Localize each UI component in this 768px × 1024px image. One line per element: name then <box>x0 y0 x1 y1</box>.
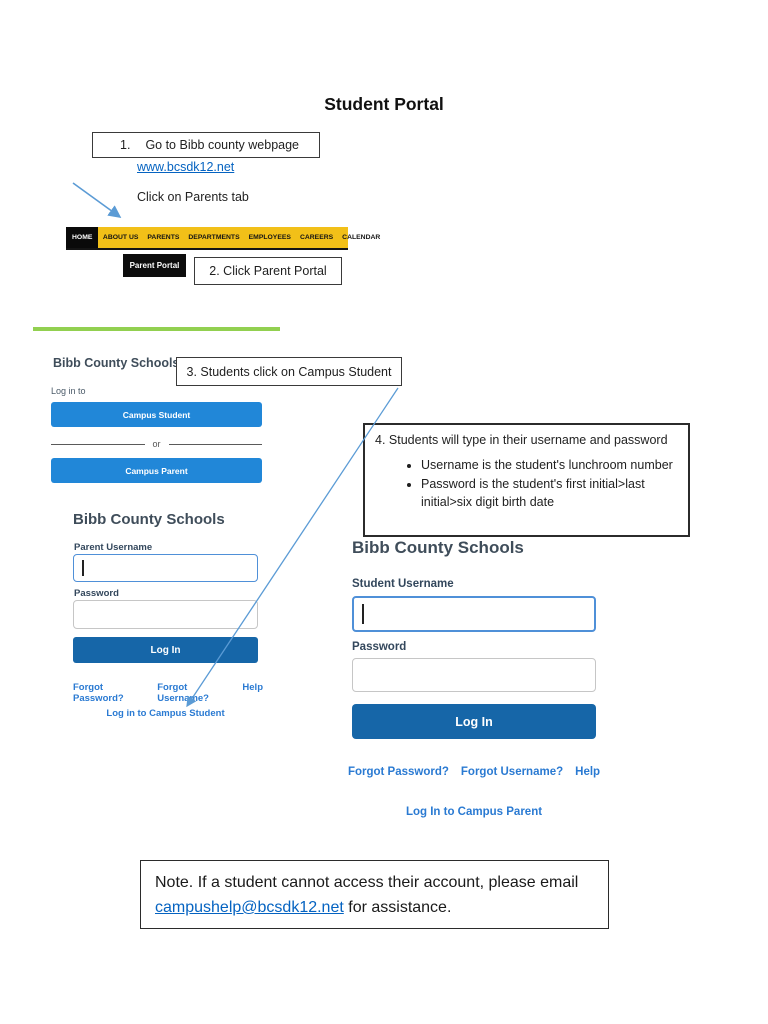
log-in-to-label: Log in to <box>51 386 86 396</box>
text-caret <box>362 604 364 624</box>
forgot-password-link[interactable]: Forgot Password? <box>73 682 124 704</box>
text-caret <box>82 560 84 576</box>
note-text-prefix: Note. If a student cannot access their a… <box>155 874 579 891</box>
nav-item-parents[interactable]: PARENTS <box>147 234 180 241</box>
step1-number: 1. <box>120 138 131 152</box>
site-navbar: HOME ABOUT US PARENTS DEPARTMENTS EMPLOY… <box>66 227 380 250</box>
parent-login-heading: Bibb County Schools <box>73 511 225 528</box>
parent-help-links: Forgot Password? Forgot Username? Help <box>73 682 263 704</box>
parent-username-input[interactable] <box>73 554 258 582</box>
page-title: Student Portal <box>324 94 444 114</box>
student-login-heading: Bibb County Schools <box>352 538 524 557</box>
forgot-username-link[interactable]: Forgot Username? <box>157 682 209 704</box>
student-username-input[interactable] <box>352 596 596 632</box>
or-rule-left <box>51 443 145 445</box>
parent-login-button[interactable]: Log In <box>73 637 258 663</box>
forgot-password-link[interactable]: Forgot Password? <box>347 766 449 778</box>
help-link[interactable]: Help <box>575 766 601 778</box>
student-password-label: Password <box>352 641 407 653</box>
nav-item-employees[interactable]: EMPLOYEES <box>248 234 291 241</box>
step4-bullet-list: Username is the student's lunchroom numb… <box>375 456 678 511</box>
step2-box: 2. Click Parent Portal <box>194 257 342 285</box>
or-divider: or <box>51 438 263 450</box>
campus-parent-button[interactable]: Campus Parent <box>51 458 262 483</box>
parent-username-label: Parent Username <box>74 542 153 553</box>
green-divider <box>33 327 280 331</box>
nav-item-calendar[interactable]: CALENDAR <box>342 234 381 241</box>
website-link[interactable]: www.bcsdk12.net <box>137 160 235 174</box>
nav-item-home[interactable]: HOME <box>66 227 99 248</box>
or-rule-right <box>168 443 263 445</box>
step4-bullet: Username is the student's lunchroom numb… <box>421 456 678 474</box>
parent-password-input[interactable] <box>73 600 258 629</box>
step4-box: 4. Students will type in their username … <box>363 423 690 537</box>
student-password-input[interactable] <box>352 658 596 692</box>
support-email-link[interactable]: campushelp@bcsdk12.net <box>155 898 344 916</box>
step1-text: Go to Bibb county webpage <box>145 138 300 152</box>
or-label: or <box>152 439 161 449</box>
step3-box: 3. Students click on Campus Student <box>176 357 402 386</box>
parent-password-label: Password <box>74 588 119 599</box>
click-parents-note: Click on Parents tab <box>137 190 249 204</box>
forgot-username-link[interactable]: Forgot Username? <box>460 766 564 778</box>
student-username-label: Student Username <box>352 578 454 590</box>
step1-box: 1. Go to Bibb county webpage <box>92 132 320 158</box>
nav-item-departments[interactable]: DEPARTMENTS <box>188 234 240 241</box>
student-login-button[interactable]: Log In <box>352 704 596 739</box>
login-campus-student-link[interactable]: Log in to Campus Student <box>106 708 225 719</box>
login-campus-parent-link[interactable]: Log In to Campus Parent <box>405 806 543 818</box>
student-help-links: Forgot Password? Forgot Username? Help <box>347 766 601 778</box>
parent-portal-button[interactable]: Parent Portal <box>123 254 186 277</box>
help-link[interactable]: Help <box>242 682 263 693</box>
nav-item-about-us[interactable]: ABOUT US <box>102 234 139 241</box>
note-box: Note. If a student cannot access their a… <box>140 860 609 929</box>
note-text-suffix: for assistance. <box>343 898 452 916</box>
step4-bullet: Password is the student's first initial>… <box>421 475 678 511</box>
nav-item-careers[interactable]: CAREERS <box>299 234 334 241</box>
step4-heading: 4. Students will type in their username … <box>375 433 668 447</box>
campus-student-button[interactable]: Campus Student <box>51 402 262 427</box>
arrow-to-navbar <box>72 182 122 218</box>
campus-select-heading: Bibb County Schools <box>53 356 180 370</box>
